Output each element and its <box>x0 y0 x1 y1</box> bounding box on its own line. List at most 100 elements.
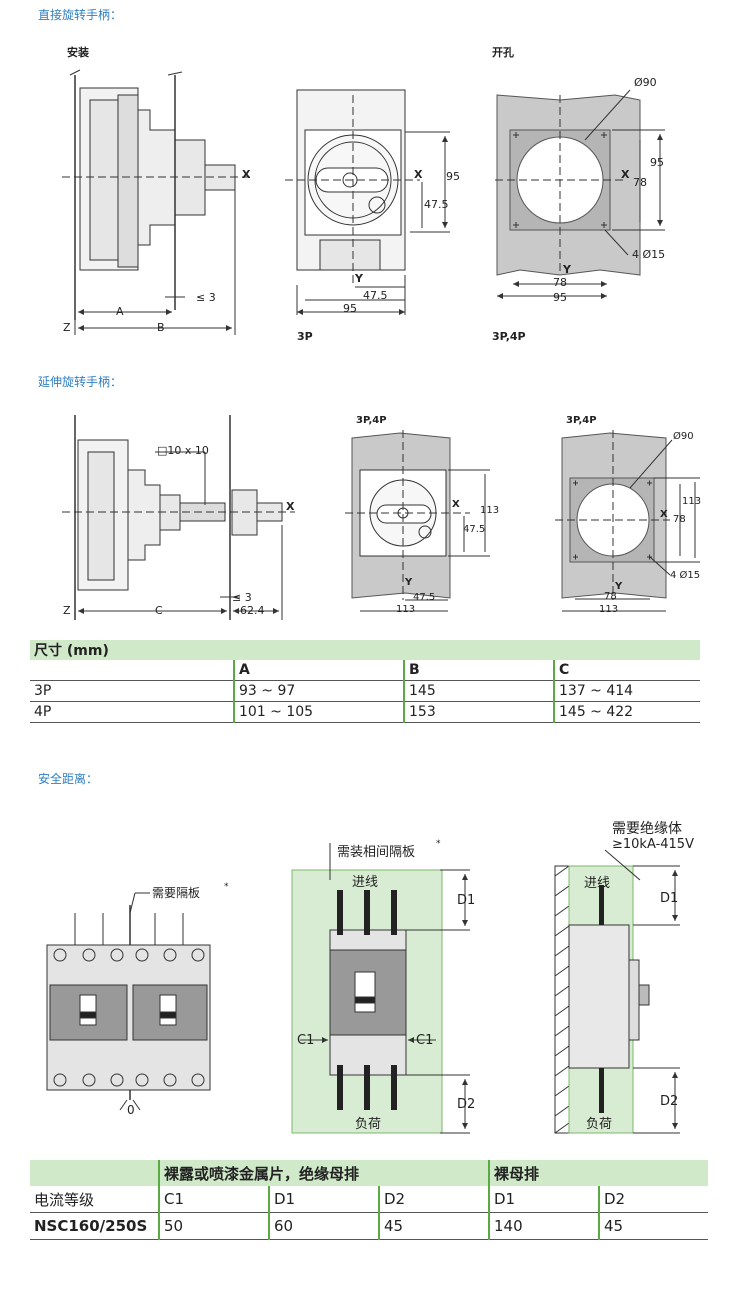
insulation-rating-label: ≥10kA-415V <box>612 837 694 852</box>
safety-table-header-row: 电流等级 C1 D1 D2 D1 D2 <box>30 1186 708 1213</box>
safety-table-group-row: 裸露或喷漆金属片，绝缘母排 裸母排 <box>30 1160 708 1186</box>
dim-row-label: 3P <box>30 680 234 702</box>
cutout-dim-78-horizontal: 78 <box>553 276 567 289</box>
ext-front-axis-y: Y <box>405 577 413 588</box>
safety-header-bare-d1: D1 <box>488 1186 599 1213</box>
dim-95-horizontal: 95 <box>343 302 357 315</box>
dim-header-c: C <box>553 660 700 681</box>
install-side-view-drawing <box>62 69 250 335</box>
d1-label-mid: D1 <box>457 893 476 908</box>
safety-cell-d1: 60 <box>268 1212 379 1240</box>
dim-cell-a: 101 ~ 105 <box>233 701 404 723</box>
ext-cutout-dim-78-h: 78 <box>604 591 617 602</box>
incoming-label-right: 进线 <box>584 876 611 891</box>
ext-front-dim-113-h: 113 <box>396 604 416 615</box>
d1-label-right: D1 <box>660 891 679 906</box>
ext-front-dim-113-v: 113 <box>480 505 500 516</box>
ext-front-axis-x: X <box>452 499 460 510</box>
barrier-zero-label: 0 <box>127 1103 135 1117</box>
ext-front-dim-47-5-v: 47.5 <box>463 524 486 535</box>
dim-label-z: Z <box>63 321 71 334</box>
safety-row-header: 电流等级 <box>30 1186 159 1213</box>
cutout-axis-y: Y <box>563 263 571 276</box>
dim-label-b: B <box>157 321 165 334</box>
safety-cell-bare-d1: 140 <box>488 1212 599 1240</box>
dim-label-a: A <box>116 305 124 318</box>
dim-95-vertical: 95 <box>446 170 460 183</box>
cutout-diameter-90: Ø90 <box>634 76 657 89</box>
ext-dim-62-4: 62.4 <box>240 604 265 617</box>
dimension-table: 尺寸 (mm) A B C 3P 93 ~ 97 145 137 ~ 414 4… <box>30 640 700 723</box>
ext-dim-c: C <box>155 604 163 617</box>
ext-dim-z: Z <box>63 604 71 617</box>
ext-square-label: □10 x 10 <box>157 444 209 457</box>
phase-barrier-label: 需装相间隔板 <box>337 845 416 860</box>
barrier-breakers-drawing <box>46 892 211 1111</box>
dim-header-b: B <box>403 660 554 681</box>
cutout-axis-x: X <box>621 168 630 181</box>
load-label-right: 负荷 <box>586 1117 613 1132</box>
safety-cell-c1: 50 <box>158 1212 269 1240</box>
section-title-direct-handle: 直接旋转手柄： <box>38 8 123 22</box>
dim-header-a: A <box>233 660 404 681</box>
incoming-label-mid: 进线 <box>352 875 379 890</box>
ext-cutout-dim-113-h: 113 <box>599 604 619 615</box>
dimension-table-title: 尺寸 (mm) <box>30 640 700 660</box>
cutout-dim-78-vertical: 78 <box>633 176 647 189</box>
ext-cutout-axis-x: X <box>660 509 668 520</box>
dim-label-le3: ≤ 3 <box>196 291 216 304</box>
dim-label-x-side: X <box>242 168 251 181</box>
table-row: NSC160/250S 50 60 45 140 45 <box>30 1212 708 1240</box>
dim-cell-c: 137 ~ 414 <box>553 680 700 702</box>
d2-label-mid: D2 <box>457 1097 476 1112</box>
safety-header-d1: D1 <box>268 1186 379 1213</box>
ext-cutout-axis-y: Y <box>615 581 623 592</box>
ext-front-dim-47-5-h: 47.5 <box>413 592 436 603</box>
table-row: 3P 93 ~ 97 145 137 ~ 414 <box>30 680 700 702</box>
extended-front-view-drawing <box>345 430 490 612</box>
label-3p: 3P <box>297 330 313 343</box>
dim-cell-b: 145 <box>403 680 554 702</box>
cutout-drawing-direct <box>495 89 665 299</box>
label-3p-4p-ext-cutout: 3P,4P <box>566 415 597 426</box>
cutout-dim-95-horizontal: 95 <box>553 291 567 304</box>
axis-label-x-front: X <box>414 168 423 181</box>
dim-cell-b: 153 <box>403 701 554 723</box>
extended-side-view-drawing <box>62 415 295 620</box>
section-title-extended-handle: 延伸旋转手柄： <box>38 375 123 389</box>
cutout-title: 开孔 <box>492 46 514 59</box>
safety-header-bare-d2: D2 <box>598 1186 708 1213</box>
safety-cell-d2: 45 <box>378 1212 489 1240</box>
extended-cutout-drawing <box>555 430 700 612</box>
table-row: 4P 101 ~ 105 153 145 ~ 422 <box>30 701 700 723</box>
axis-label-y-front: Y <box>355 272 363 285</box>
safety-group-bare: 裸母排 <box>488 1160 708 1186</box>
safety-header-d2: D2 <box>378 1186 489 1213</box>
barrier-asterisk: * <box>224 882 229 892</box>
c1-left-label: C1 <box>297 1033 315 1048</box>
front-view-3p-drawing <box>285 89 450 315</box>
dim-cell-c: 145 ~ 422 <box>553 701 700 723</box>
insulation-needed-label: 需要绝缘体 <box>612 821 682 837</box>
phase-barrier-asterisk: * <box>436 839 441 849</box>
dimension-table-title-row: 尺寸 (mm) <box>30 640 700 660</box>
ext-cutout-dim-113-v: 113 <box>682 496 702 507</box>
install-title: 安装 <box>67 46 89 59</box>
cutout-holes-label: 4 Ø15 <box>632 248 666 261</box>
insulation-side-drawing <box>554 849 680 1134</box>
safety-cell-bare-d2: 45 <box>598 1212 708 1240</box>
safety-product-label: NSC160/250S <box>30 1212 159 1240</box>
section-title-safety-distance: 安全距离： <box>38 772 99 786</box>
safety-distance-table: 裸露或喷漆金属片，绝缘母排 裸母排 电流等级 C1 D1 D2 D1 D2 NS… <box>30 1160 708 1240</box>
ext-cutout-diameter-90: Ø90 <box>673 431 694 442</box>
label-3p-4p-direct: 3P,4P <box>492 330 526 343</box>
c1-right-label: C1 <box>416 1033 434 1048</box>
cutout-dim-95-vertical: 95 <box>650 156 664 169</box>
safety-group-insulated: 裸露或喷漆金属片，绝缘母排 <box>158 1160 489 1186</box>
dimension-table-header-row: A B C <box>30 660 700 681</box>
safety-header-c1: C1 <box>158 1186 269 1213</box>
barrier-needed-label: 需要隔板 <box>152 886 201 900</box>
ext-cutout-holes: 4 Ø15 <box>670 570 701 581</box>
ext-dim-le3: ≤ 3 <box>232 591 252 604</box>
clearance-breaker-drawing <box>291 843 470 1134</box>
